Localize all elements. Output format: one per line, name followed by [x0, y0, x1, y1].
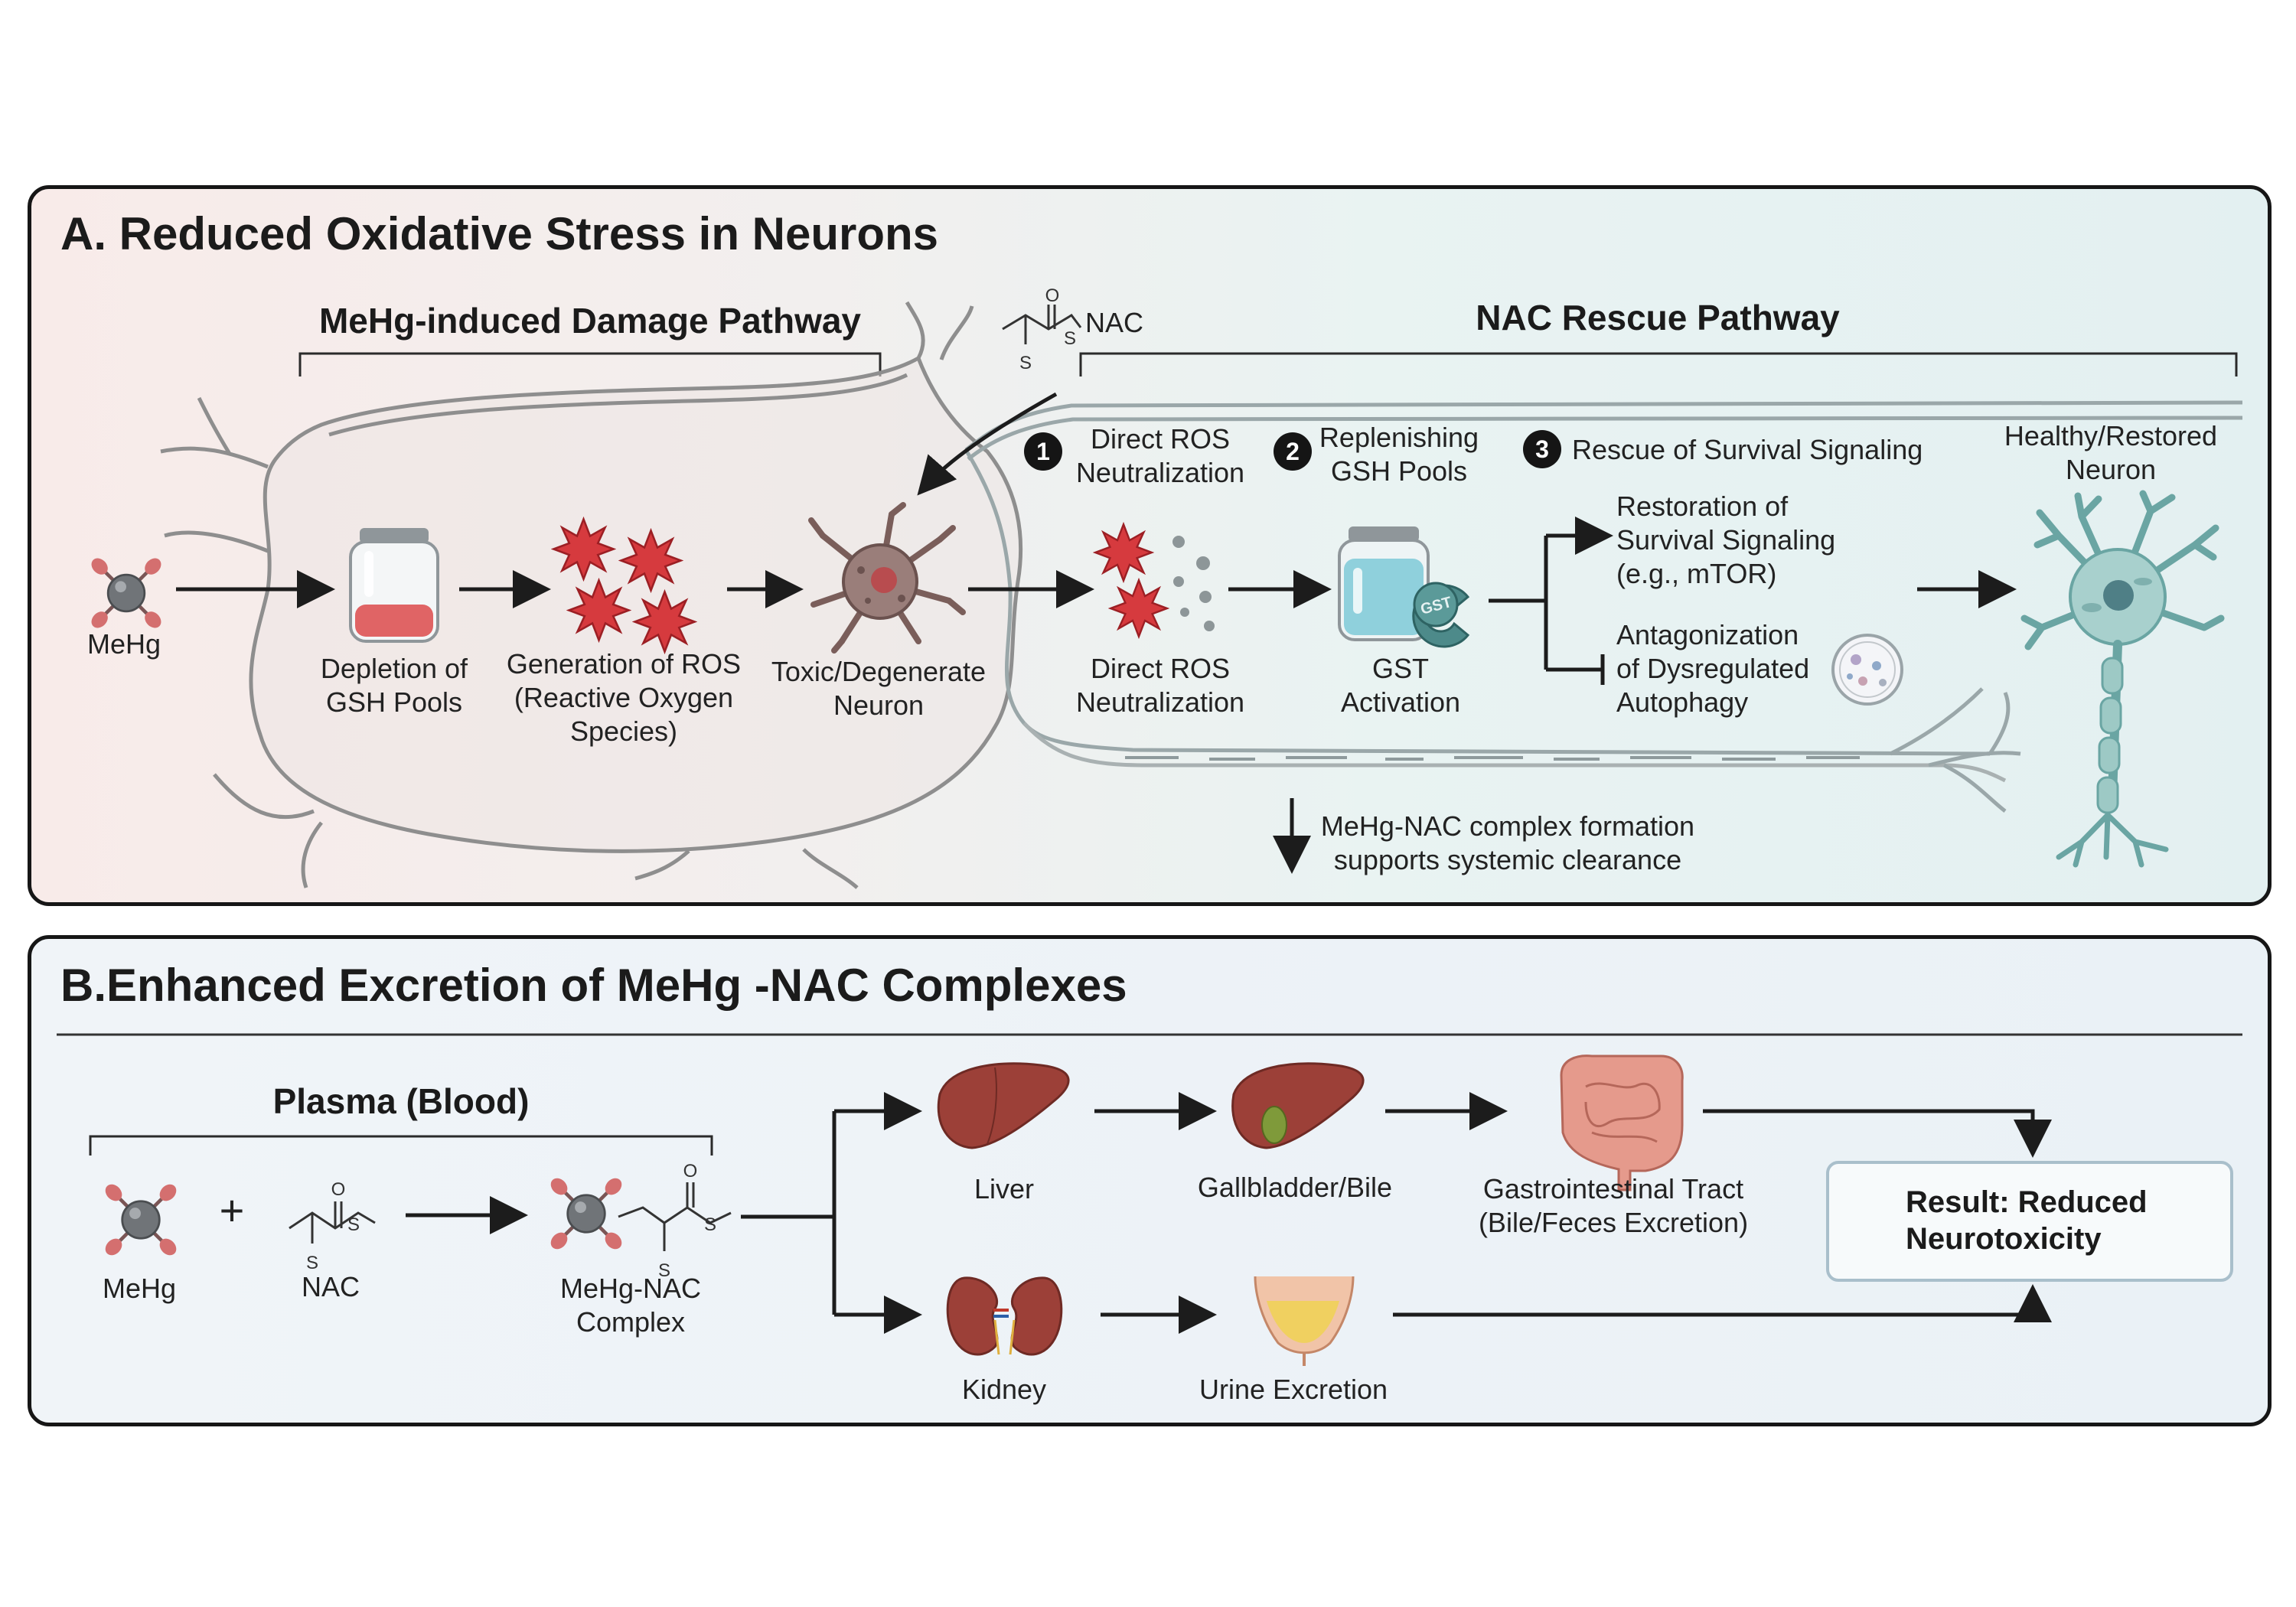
ros-generation-label: Generation of ROS (Reactive Oxygen Speci…: [507, 647, 741, 748]
nac-molecule-top: [1002, 305, 1082, 344]
nac-label-top: NAC: [1085, 307, 1143, 338]
result-box: Result: Reduced Neurotoxicity: [1826, 1161, 2233, 1282]
damage-bracket: [298, 352, 882, 376]
clearance-note: MeHg-NAC complex formation supports syst…: [1321, 810, 1694, 877]
gsh-jar-depleted-icon: [349, 528, 439, 643]
result-line-2: Neurotoxicity: [1906, 1222, 2102, 1256]
nac-label-b: NAC: [301, 1271, 360, 1302]
ros-generation-line-2: (Reactive Oxygen: [514, 682, 734, 713]
healthy-neuron-line-2: Neuron: [2065, 454, 2157, 485]
gallbladder-label: Gallbladder/Bile: [1197, 1172, 1393, 1203]
complex-line-1: MeHg-NAC: [559, 1273, 702, 1304]
complex-molecule: [547, 1175, 732, 1252]
plasma-header: Plasma (Blood): [272, 1081, 530, 1121]
healthy-neuron-icon: [2020, 490, 2225, 868]
gi-tract-icon: [1560, 1054, 1684, 1191]
gi-tract-label: Gastrointestinal Tract (Bile/Feces Excre…: [1479, 1172, 1748, 1240]
result-line-1: Result: Reduced: [1906, 1185, 2148, 1219]
kidney-label: Kidney: [961, 1374, 1047, 1405]
chem-o-1: O: [1045, 285, 1060, 306]
panel-b-title: B.Enhanced Excretion of MeHg -NAC Comple…: [60, 960, 1127, 1011]
kidney-icon: [946, 1276, 1063, 1356]
chem-s-b1: S: [306, 1253, 318, 1273]
rescue-bracket: [1079, 352, 2238, 376]
nac-molecule-b: [289, 1201, 376, 1244]
clearance-note-line-2: supports systemic clearance: [1333, 844, 1682, 875]
liver-label: Liver: [974, 1173, 1035, 1204]
ros-generation-line-1: Generation of ROS: [506, 648, 742, 680]
ros-generation-line-3: Species): [569, 715, 678, 747]
mechanism-1-label: Direct ROS Neutralization: [1076, 422, 1244, 490]
chem-o-b2: O: [683, 1161, 698, 1182]
liver-icon: [937, 1062, 1070, 1149]
toxic-neuron-line-1: Toxic/Degenerate: [771, 656, 987, 687]
antagonization-line-3: Autophagy: [1616, 686, 1749, 718]
restoration-line-3: (e.g., mTOR): [1616, 558, 1777, 589]
chem-s-2: S: [1064, 328, 1076, 349]
urine-label: Urine Excretion: [1199, 1374, 1388, 1405]
chem-s-b2: S: [347, 1214, 360, 1235]
rescue-path-arrows: [1228, 517, 2017, 874]
result-text: Result: Reduced Neurotoxicity: [1906, 1184, 2148, 1257]
antagonization-line-1: Antagonization: [1616, 619, 1799, 650]
toxic-neuron-label: Toxic/Degenerate Neuron: [771, 655, 986, 722]
gi-tract-line-1: Gastrointestinal Tract: [1482, 1173, 1744, 1204]
panel-b-arrows: [406, 1092, 2052, 1334]
mechanism-number-3: 3: [1523, 430, 1561, 468]
healthy-neuron-line-1: Healthy/Restored: [2004, 420, 2218, 451]
gsh-depletion-line-2: GSH Pools: [325, 686, 463, 718]
mehg-label: MeHg: [86, 628, 161, 660]
mehg-label-b: MeHg: [102, 1273, 177, 1304]
restoration-label: Restoration of Survival Signaling (e.g.,…: [1616, 490, 1835, 591]
healthy-neuron-label: Healthy/Restored Neuron: [2004, 419, 2217, 487]
gst-activation-label: GST Activation: [1341, 652, 1460, 719]
ros-neutralization-line-2: Neutralization: [1075, 686, 1245, 718]
toxic-neuron-line-2: Neuron: [833, 689, 925, 721]
gst-enzyme-icon: [1412, 582, 1470, 648]
rescue-pathway-header: NAC Rescue Pathway: [1476, 298, 1840, 337]
chem-s-b4: S: [704, 1214, 716, 1235]
ros-neutralization-icon: [1094, 523, 1215, 637]
gsh-depletion-label: Depletion of GSH Pools: [321, 652, 468, 719]
mechanism-2-line-1: Replenishing: [1319, 422, 1479, 453]
mechanism-number-1: 1: [1024, 432, 1062, 471]
toxic-neuron-icon: [808, 502, 966, 654]
axon-dashes: [1125, 756, 1860, 761]
mechanism-number-2: 2: [1274, 432, 1312, 471]
chem-s-b3: S: [658, 1260, 670, 1281]
gsh-jar-full-icon: [1338, 526, 1430, 641]
gsh-depletion-line-1: Depletion of: [320, 653, 468, 684]
damage-pathway-header: MeHg-induced Damage Pathway: [318, 301, 862, 341]
chem-s-1: S: [1019, 353, 1032, 373]
gallbladder-icon: [1231, 1062, 1365, 1149]
mechanism-1-line-1: Direct ROS: [1090, 423, 1231, 455]
clearance-note-line-1: MeHg-NAC complex formation: [1320, 810, 1695, 842]
nac-entry-arrow: [917, 392, 1058, 496]
bladder-icon: [1254, 1276, 1355, 1366]
mehg-molecule-b-icon: [102, 1181, 179, 1258]
ros-neutralization-label: Direct ROS Neutralization: [1076, 652, 1244, 719]
complex-label: MeHg-NAC Complex: [560, 1272, 701, 1339]
autophagy-vesicle-icon: [1831, 634, 1903, 706]
antagonization-label: Antagonization of Dysregulated Autophagy: [1616, 618, 1809, 719]
panel-a-title: A. Reduced Oxidative Stress in Neurons: [60, 208, 939, 259]
mechanism-3-label: Rescue of Survival Signaling: [1572, 434, 1923, 465]
mechanism-2-line-2: GSH Pools: [1330, 455, 1468, 487]
mehg-molecule-icon: [88, 555, 164, 631]
restoration-line-2: Survival Signaling: [1616, 524, 1836, 556]
complex-line-2: Complex: [576, 1306, 686, 1338]
ros-neutralization-line-1: Direct ROS: [1090, 653, 1231, 684]
gst-activation-line-1: GST: [1371, 653, 1430, 684]
gst-activation-line-2: Activation: [1340, 686, 1461, 718]
mechanism-2-label: Replenishing GSH Pools: [1319, 421, 1479, 488]
plus-sign: +: [219, 1186, 245, 1234]
plasma-bracket: [89, 1135, 713, 1156]
antagonization-line-2: of Dysregulated: [1616, 653, 1810, 684]
restoration-line-1: Restoration of: [1616, 491, 1789, 522]
chem-o-b1: O: [331, 1179, 346, 1200]
damaged-neuron-outline: [160, 301, 1023, 889]
mechanism-1-line-2: Neutralization: [1075, 457, 1245, 488]
gi-tract-line-2: (Bile/Feces Excretion): [1478, 1207, 1749, 1238]
